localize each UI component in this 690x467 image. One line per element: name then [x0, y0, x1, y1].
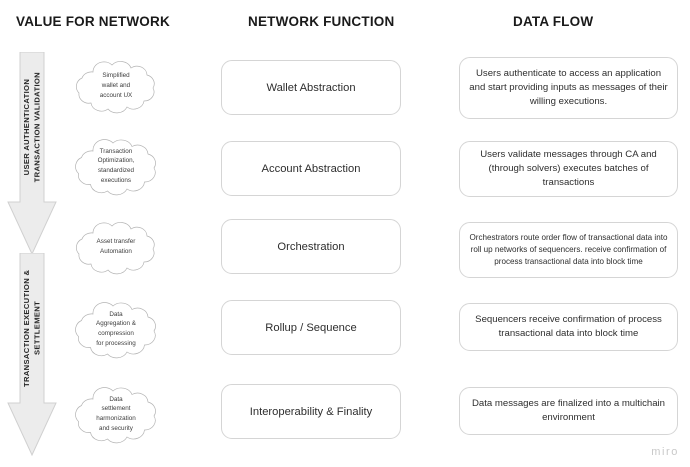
cloud-text: Data Aggregation & compression for proce… — [96, 310, 136, 347]
cloud-icon — [75, 387, 156, 444]
flow-box-user-authentication[interactable]: Users authenticate to access an applicat… — [459, 57, 678, 119]
function-box-rollup-sequence[interactable]: Rollup / Sequence — [221, 300, 401, 355]
function-box-interoperability-finality[interactable]: Interoperability & Finality — [221, 384, 401, 439]
value-cloud-transaction-optimization: Transaction Optimization, standardized e… — [64, 131, 168, 201]
cloud-text: Simplified wallet and account UX — [99, 72, 133, 99]
flow-box-message-validation[interactable]: Users validate messages through CA and (… — [459, 141, 678, 197]
column-header-data-flow: DATA FLOW — [513, 14, 594, 29]
function-box-orchestration[interactable]: Orchestration — [221, 219, 401, 274]
value-cloud-data-aggregation: Data Aggregation & compression for proce… — [64, 294, 168, 364]
column-header-value-for-network: VALUE FOR NETWORK — [16, 14, 170, 29]
cloud-text: Data settlement harmonization and securi… — [96, 395, 136, 432]
cloud-icon — [76, 61, 155, 114]
flow-box-multichain-finalization[interactable]: Data messages are finalized into a multi… — [459, 387, 678, 435]
value-cloud-simplified-wallet: Simplified wallet and account UX — [64, 55, 168, 117]
function-box-wallet-abstraction[interactable]: Wallet Abstraction — [221, 60, 401, 115]
column-header-network-function: NETWORK FUNCTION — [248, 14, 395, 29]
down-arrow-icon — [7, 52, 57, 255]
flow-box-sequencer-confirmation[interactable]: Sequencers receive confirmation of proce… — [459, 303, 678, 351]
cloud-icon — [75, 139, 156, 196]
flow-box-orchestration-routing[interactable]: Orchestrators route order flow of transa… — [459, 222, 678, 278]
cloud-icon — [75, 302, 156, 359]
value-cloud-data-settlement: Data settlement harmonization and securi… — [64, 379, 168, 449]
phase-arrow-transaction-execution: TRANSACTION EXECUTION & SETTLEMENT — [7, 253, 57, 456]
cloud-icon — [76, 222, 155, 275]
function-box-account-abstraction[interactable]: Account Abstraction — [221, 141, 401, 196]
cloud-text: Transaction Optimization, standardized e… — [97, 147, 135, 184]
value-cloud-asset-transfer: Asset transfer Automation — [64, 216, 168, 278]
down-arrow-icon — [7, 253, 57, 456]
phase-arrow-user-authentication: USER AUTHENTICATION TRANSACTION VALIDATI… — [7, 52, 57, 255]
cloud-text: Asset transfer Automation — [96, 238, 136, 255]
miro-watermark: miro — [651, 446, 679, 458]
